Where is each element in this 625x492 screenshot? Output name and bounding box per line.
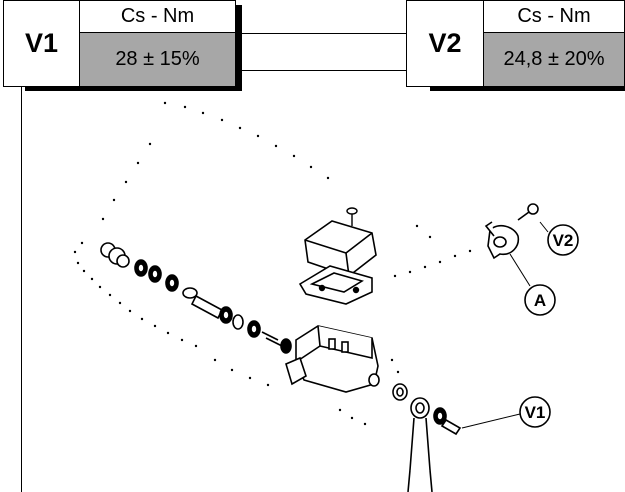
callout-a: A	[524, 284, 556, 316]
torque-header-v2: Cs - Nm	[484, 0, 625, 33]
torque-box-v2: V2 Cs - Nm 24,8 ± 20%	[406, 0, 625, 87]
torque-header-v1: Cs - Nm	[80, 0, 236, 33]
torque-id-v2: V2	[406, 0, 484, 87]
reservoir-gasket	[298, 265, 373, 305]
clamp-part-a	[484, 221, 520, 260]
torque-id-v1: V1	[3, 0, 80, 87]
piston-kit	[100, 242, 292, 354]
banjo-fitting-and-hose	[392, 383, 462, 492]
torque-connector-line	[237, 33, 409, 34]
callout-leaders	[461, 221, 549, 429]
dotted-guide-lines	[73, 101, 472, 426]
torque-value-v2: 24,8 ± 20%	[484, 33, 625, 87]
screw-v2-part	[517, 203, 539, 221]
reservoir-cap	[304, 220, 377, 277]
reservoir-screw	[346, 207, 358, 226]
svg-text:V2: V2	[553, 231, 574, 250]
torque-value-v1: 28 ± 15%	[80, 33, 236, 87]
callout-v2: V2	[547, 224, 579, 256]
torque-box-v1: V1 Cs - Nm 28 ± 15%	[3, 0, 236, 87]
svg-text:A: A	[534, 291, 546, 310]
callout-v1: V1	[519, 396, 551, 428]
master-cylinder-body	[285, 325, 380, 393]
drawing-frame	[21, 70, 625, 492]
svg-text:V1: V1	[525, 403, 546, 422]
